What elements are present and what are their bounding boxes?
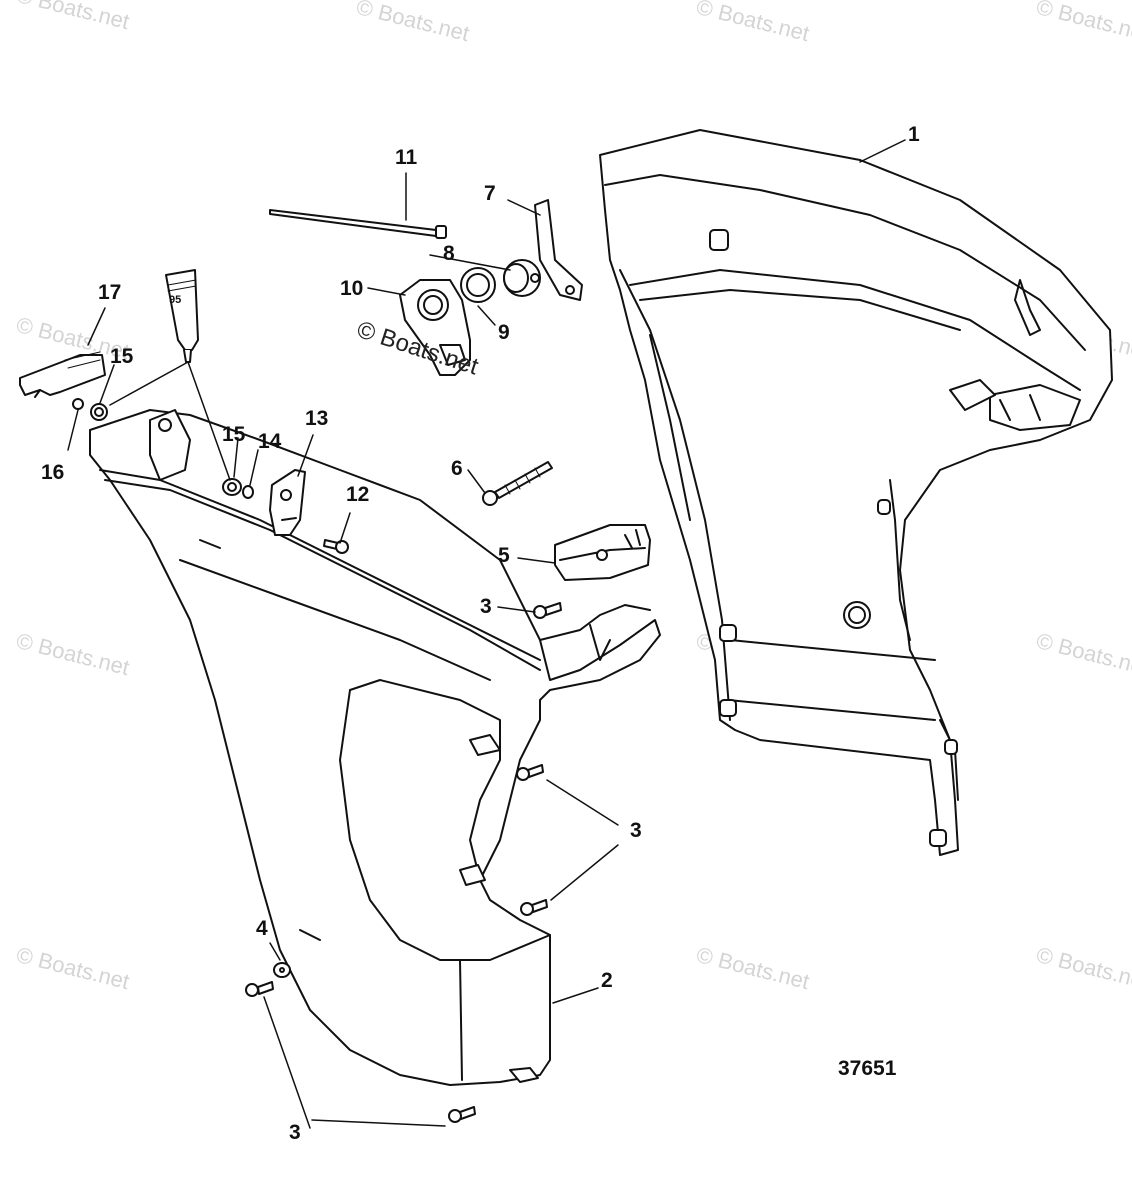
callout-13: 13: [305, 407, 329, 430]
part-4-washer: [273, 962, 291, 978]
callout-3: 3: [289, 1121, 301, 1144]
part-3-screws: [245, 602, 562, 1123]
part-6-long-bolt: [482, 461, 553, 506]
callout-15: 15: [110, 345, 134, 368]
part-13-plate: [269, 469, 306, 536]
callout-9: 9: [498, 321, 510, 344]
callout-4: 4: [256, 917, 268, 940]
part-1-starboard-cowl: [599, 129, 1113, 856]
callout-6: 6: [451, 457, 463, 480]
callout-11: 11: [395, 146, 418, 169]
part-12-screw: [323, 539, 349, 554]
callout-8: 8: [443, 242, 455, 265]
part-2-port-cowl: [89, 409, 661, 1086]
part-10-latch-body: [399, 279, 471, 376]
part-9-ring: [460, 267, 496, 303]
part-11-rod: [269, 209, 447, 239]
part-5-latch-handle: [554, 524, 651, 581]
callout-14: 14: [258, 430, 282, 453]
callout-10: 10: [340, 277, 364, 300]
tube-label: 95: [169, 294, 181, 306]
callout-3: 3: [480, 595, 492, 618]
part-14-15-washers: [72, 398, 254, 499]
callout-12: 12: [346, 483, 370, 506]
leader-lines: [67, 139, 906, 1129]
part-7-bracket: [534, 199, 583, 301]
callout-5: 5: [498, 544, 510, 567]
part-17-handle: [19, 351, 106, 398]
callout-7: 7: [484, 182, 496, 205]
part-8-grommet: [503, 259, 541, 297]
callout-2: 2: [601, 969, 613, 992]
callout-15: 15: [222, 423, 246, 446]
callout-1: 1: [908, 123, 920, 146]
callout-17: 17: [98, 281, 122, 304]
figure-number: 37651: [838, 1057, 897, 1080]
callout-3: 3: [630, 819, 642, 842]
sealant-tube: [165, 269, 199, 363]
callout-16: 16: [41, 461, 65, 484]
